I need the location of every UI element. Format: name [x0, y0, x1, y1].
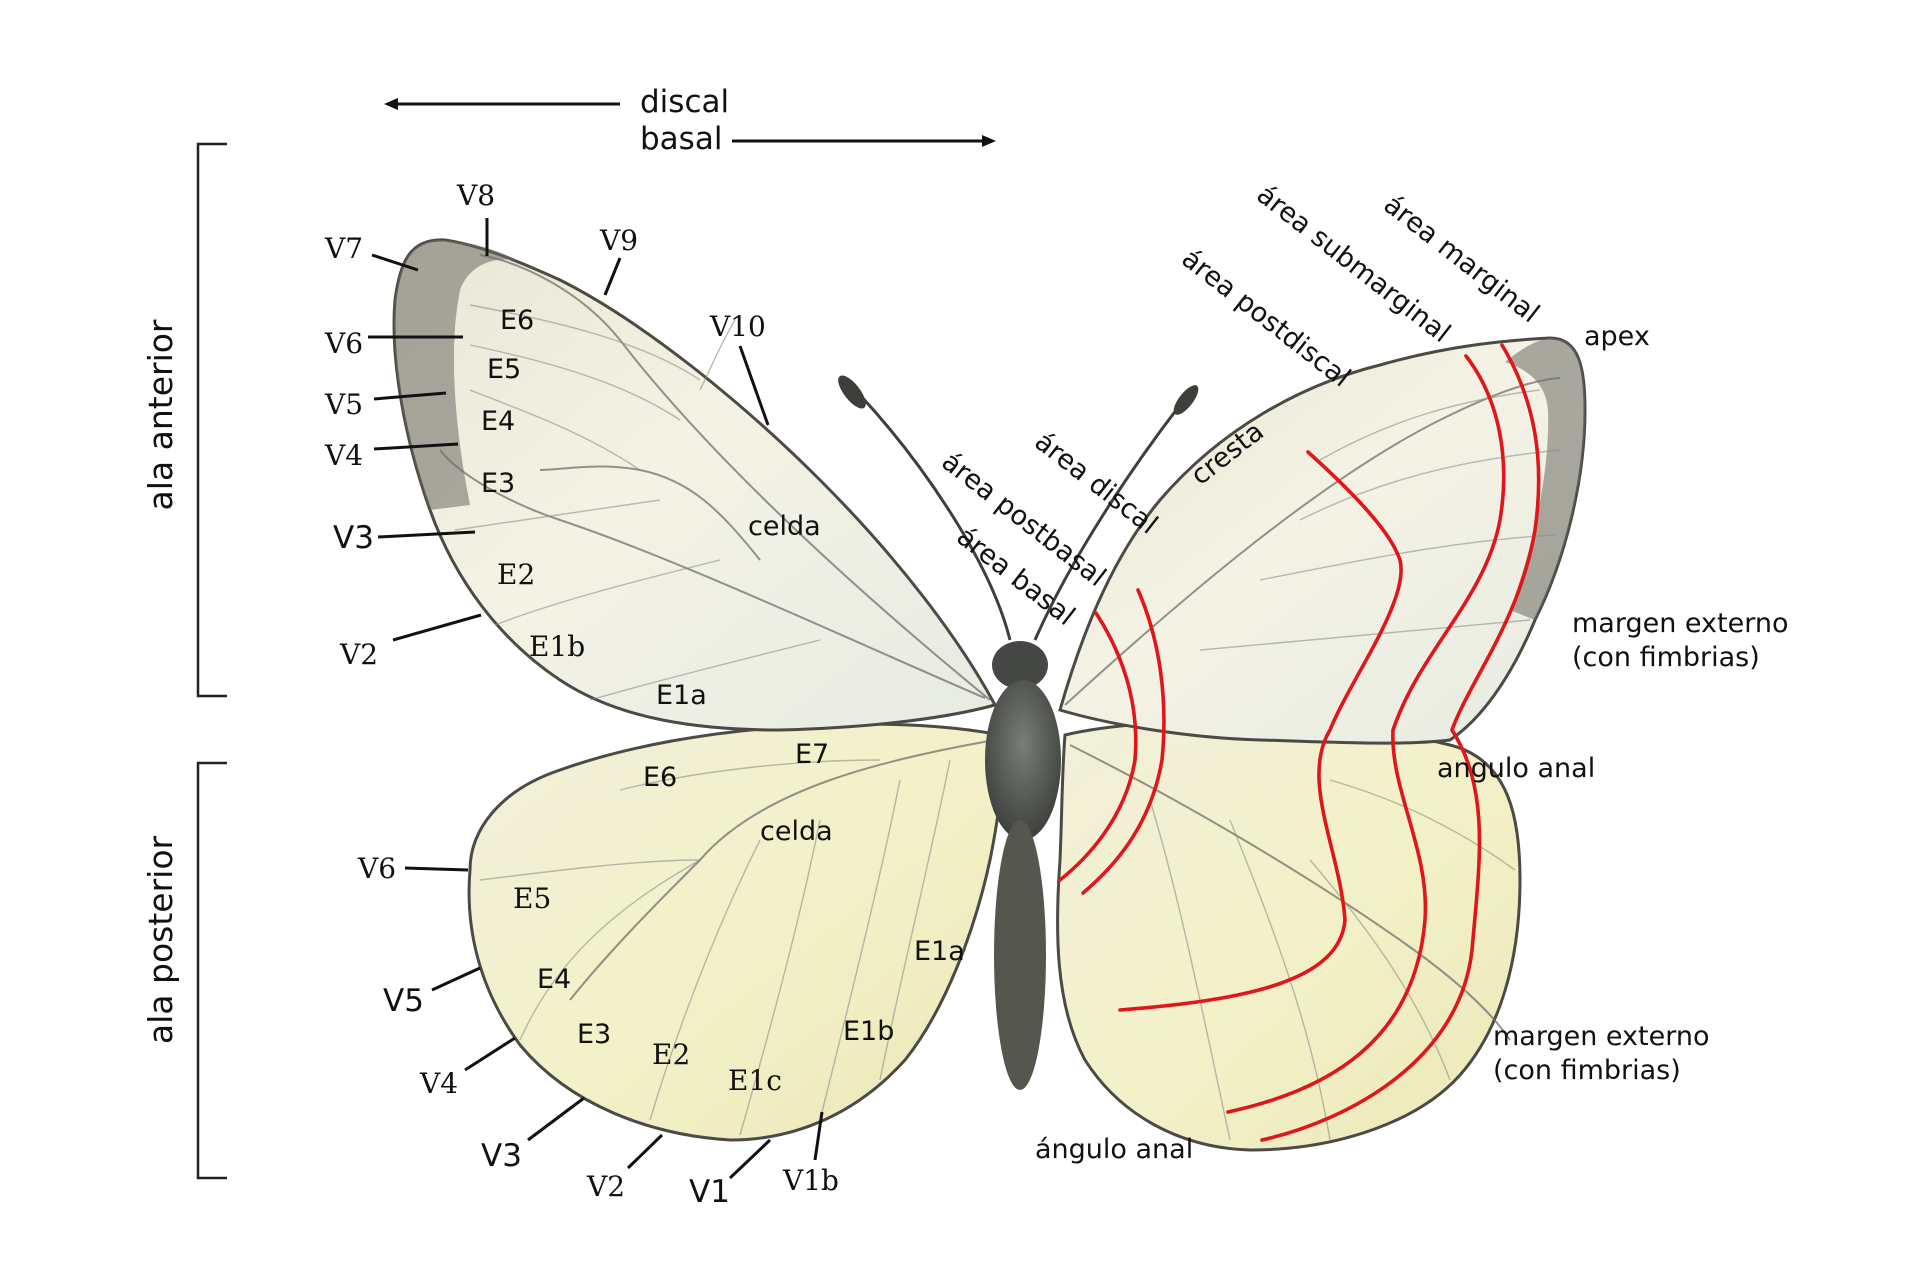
abdomen	[994, 820, 1046, 1090]
vein-label-v6: V6	[324, 327, 363, 360]
margin-hind-label: margen externo	[1493, 1021, 1710, 1052]
left-forewing-veins	[439, 254, 991, 701]
space-label-e5-hind: E5	[513, 882, 551, 915]
space-label-e7: E7	[795, 739, 829, 770]
left-hindwing-veins	[479, 739, 996, 1136]
leader-v4	[373, 442, 459, 451]
space-label-e1b-hind: E1b	[843, 1016, 894, 1047]
leader-v4-hind	[464, 1036, 516, 1072]
zone-lines	[1058, 343, 1541, 1142]
space-label-e3-hind: E3	[577, 1019, 611, 1050]
hindwing-bracket	[196, 761, 227, 1180]
space-label-e6: E6	[500, 305, 534, 336]
vein-label-v1-hind: V1	[689, 1174, 730, 1210]
left-antenna-club	[838, 375, 866, 409]
apex-label: apex	[1584, 321, 1650, 352]
space-label-e6-hind: E6	[643, 762, 677, 793]
leader-v2-hind	[626, 1133, 664, 1170]
space-label-e1b: E1b	[529, 630, 585, 663]
anal-angle-hind-label: ángulo anal	[1035, 1134, 1193, 1165]
vein-label-v3-hind: V3	[481, 1138, 522, 1174]
zone-line-postbasal	[1081, 588, 1166, 895]
leader-v6-hind	[404, 866, 469, 872]
discal-label: discal	[640, 84, 729, 120]
head	[992, 641, 1048, 689]
space-label-e5: E5	[487, 354, 521, 385]
side-brackets: ala anterior ala posterior	[141, 142, 227, 1180]
zone-line-submarginal	[1260, 343, 1541, 1142]
discal-arrowhead	[384, 98, 398, 110]
leader-v5	[373, 391, 447, 401]
forewing-cell-label: celda	[748, 511, 821, 542]
hindwing-cell-label: celda	[760, 816, 833, 847]
vein-label-v3: V3	[333, 520, 374, 556]
leader-v7	[371, 253, 419, 272]
right-labels: apex margen externo (con fimbrias) angul…	[1035, 321, 1789, 1165]
leader-v3-hind	[527, 1096, 585, 1142]
right-wing-veins	[1064, 377, 1561, 1141]
leader-v9	[603, 257, 622, 296]
right-apex-shading	[1505, 338, 1585, 620]
zone-line-postdiscal	[1226, 354, 1506, 1114]
vein-label-v6-hind: V6	[357, 852, 396, 885]
leader-v2	[392, 613, 482, 642]
space-label-e4-hind: E4	[537, 964, 571, 995]
basal-arrowhead	[982, 135, 996, 147]
vein-label-v2-hind: V2	[586, 1170, 625, 1203]
vein-label-v4: V4	[324, 439, 363, 472]
vein-label-v5: V5	[324, 388, 363, 421]
vein-label-v4-hind: V4	[419, 1067, 458, 1100]
forewing-bracket	[196, 142, 227, 698]
vein-label-v2: V2	[339, 638, 378, 671]
left-apex-shading	[394, 239, 520, 511]
area-postdiscal-label: área postdiscal	[1176, 243, 1356, 393]
space-label-e3: E3	[481, 468, 515, 499]
vein-label-v7: V7	[324, 232, 363, 265]
vein-label-v1b-hind: V1b	[782, 1164, 839, 1197]
space-label-e2: E2	[497, 558, 535, 591]
space-label-e2-hind: E2	[652, 1038, 690, 1071]
antennae	[838, 375, 1199, 641]
leader-v10	[738, 345, 770, 426]
hindwing-left-labels: E7 E6 celda E5 E4 E3 E2 E1c E1b E1a V6 V…	[357, 739, 965, 1210]
thorax	[985, 680, 1061, 840]
leader-v1b-hind	[813, 1111, 824, 1161]
vein-label-v8: V8	[456, 179, 495, 212]
left-hindwing	[467, 722, 1004, 1142]
anal-angle-fore-label: angulo anal	[1437, 753, 1595, 784]
leader-v1-hind	[728, 1138, 772, 1180]
space-label-e1a-hind: E1a	[914, 936, 965, 967]
margin-fore-label: margen externo	[1572, 608, 1789, 639]
space-label-e1c: E1c	[728, 1064, 782, 1097]
space-label-e4: E4	[481, 406, 515, 437]
leader-v3	[377, 530, 476, 539]
vein-label-v9: V9	[599, 224, 638, 257]
vein-label-v10: V10	[709, 310, 766, 343]
space-label-e1a: E1a	[656, 680, 707, 711]
zone-line-discal	[1118, 450, 1403, 1012]
zone-line-basal	[1058, 611, 1138, 882]
forewing-side-label: ala anterior	[141, 319, 180, 510]
right-antenna-club	[1173, 385, 1199, 415]
discal-basal-arrows: discal basal	[384, 84, 996, 157]
basal-label: basal	[640, 121, 722, 157]
leader-v5-hind	[431, 966, 481, 992]
hindwing-side-label: ala posterior	[141, 835, 180, 1044]
vein-label-v5-hind: V5	[383, 983, 424, 1019]
butterfly-body	[985, 641, 1061, 1090]
margin-hind-note: (con fimbrias)	[1493, 1055, 1681, 1086]
right-forewing	[1058, 336, 1587, 745]
margin-fore-note: (con fimbrias)	[1572, 642, 1760, 673]
butterfly-illustration	[392, 238, 1587, 1152]
forewing-left-labels: V8 V7 V9 V6 V10 V5 V4 V3 V2 E6 E5 E4 E3 …	[324, 179, 821, 711]
